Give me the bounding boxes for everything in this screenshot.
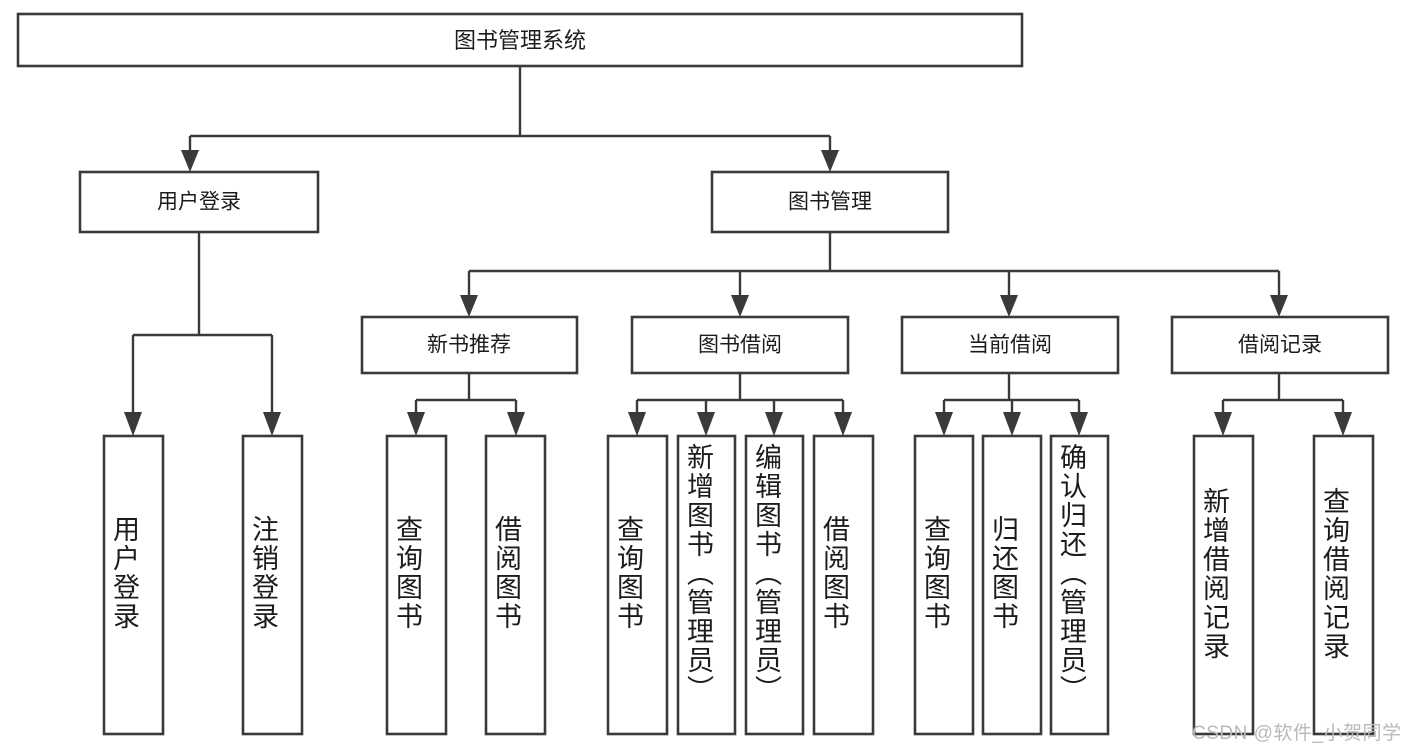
leaf-box-borrow-book-2[interactable] — [812, 434, 875, 736]
arrow-leaf-return-book — [1003, 412, 1021, 436]
node-borrow-record[interactable]: 借阅记录 — [1170, 315, 1390, 375]
arrow-to-borrow-record — [1270, 295, 1288, 317]
node-book-borrow-label: 图书借阅 — [698, 334, 782, 357]
leaf-box-logout[interactable] — [241, 434, 304, 736]
arrow-leaf-borrow-book-2 — [834, 412, 852, 436]
arrow-leaf-confirm-return — [1070, 412, 1088, 436]
csdn-watermark: CSDN @软件_小贺同学 — [1192, 723, 1402, 744]
arrow-leaf-user-login — [124, 412, 142, 436]
node-current-borrow-box[interactable] — [900, 315, 1120, 375]
leaf-box-query-book-1[interactable] — [385, 434, 448, 736]
node-book-borrow-box[interactable] — [630, 315, 850, 375]
leaf-box-return-book[interactable] — [981, 434, 1043, 736]
node-user-login-label: 用户登录 — [157, 191, 241, 214]
arrow-to-new-book-rec — [460, 295, 478, 317]
leaf-box-borrow-book-1[interactable] — [484, 434, 547, 736]
node-new-book-rec[interactable]: 新书推荐 — [360, 315, 579, 375]
arrow-leaf-add-book — [697, 412, 715, 436]
node-current-borrow-label: 当前借阅 — [968, 334, 1052, 357]
node-root-box[interactable] — [16, 12, 1024, 68]
leaf-box-confirm-return[interactable] — [1049, 434, 1110, 736]
arrow-leaf-borrow-book-1 — [507, 412, 525, 436]
leaf-box-query-book-2[interactable] — [606, 434, 669, 736]
node-borrow-record-box[interactable] — [1170, 315, 1390, 375]
node-book-manage[interactable]: 图书管理 — [710, 170, 950, 234]
leaf-box-add-book[interactable] — [676, 434, 737, 736]
node-new-book-rec-box[interactable] — [360, 315, 579, 375]
leaf-box-query-book-3[interactable] — [913, 434, 975, 736]
arrow-root-to-book-manage — [821, 150, 839, 172]
arrow-to-book-borrow — [731, 295, 749, 317]
arrow-root-to-user-login — [181, 150, 199, 172]
leaf-box-group — [102, 434, 1375, 736]
arrow-leaf-edit-book — [765, 412, 783, 436]
node-root[interactable]: 图书管理系统 — [16, 12, 1024, 68]
node-user-login-box[interactable] — [78, 170, 320, 234]
arrow-leaf-query-book-1 — [407, 412, 425, 436]
arrow-leaf-logout — [263, 412, 281, 436]
node-user-login[interactable]: 用户登录 — [78, 170, 320, 234]
node-current-borrow[interactable]: 当前借阅 — [900, 315, 1120, 375]
node-root-label: 图书管理系统 — [454, 28, 586, 53]
leaf-box-user-login[interactable] — [102, 434, 165, 736]
node-book-manage-label: 图书管理 — [788, 191, 872, 214]
arrow-leaf-query-book-2 — [628, 412, 646, 436]
arrow-leaf-query-record — [1334, 412, 1352, 436]
leaf-box-query-record[interactable] — [1312, 434, 1375, 736]
connector-group — [124, 66, 1352, 436]
leaf-box-edit-book[interactable] — [744, 434, 805, 736]
node-new-book-rec-label: 新书推荐 — [427, 334, 511, 357]
leaf-box-add-record[interactable] — [1192, 434, 1255, 736]
node-book-borrow[interactable]: 图书借阅 — [630, 315, 850, 375]
arrow-to-current-borrow — [1000, 295, 1018, 317]
node-book-manage-box[interactable] — [710, 170, 950, 234]
node-borrow-record-label: 借阅记录 — [1238, 334, 1322, 357]
arrow-leaf-query-book-3 — [935, 412, 953, 436]
arrow-leaf-add-record — [1214, 412, 1232, 436]
